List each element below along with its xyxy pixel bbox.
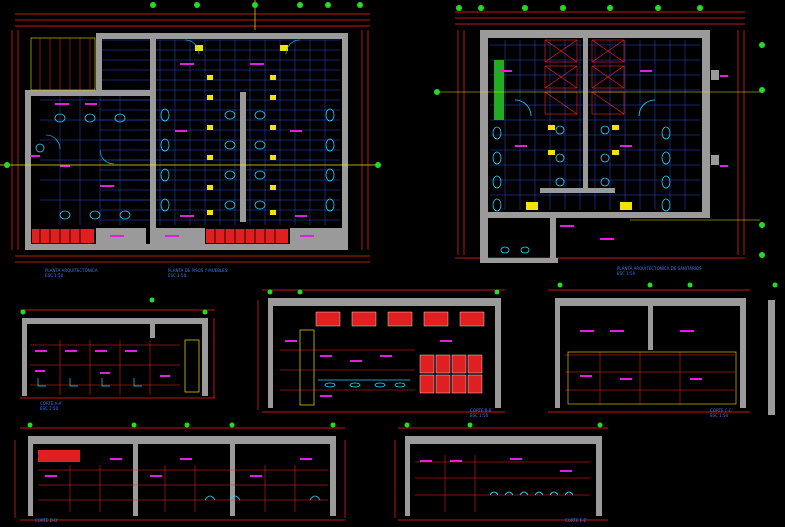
- plan-3-scale: ESC 1:50: [617, 271, 636, 276]
- elev-1-scale: ESC 1:50: [40, 406, 59, 411]
- elev-2-scale: ESC 1:50: [470, 413, 489, 418]
- plan-view-left[interactable]: PLANTA ARQUITECTONICA ESC 1:50 PLANTA DE…: [0, 0, 381, 278]
- elevation-a[interactable]: CORTE A-A' ESC 1:50: [20, 297, 215, 412]
- elev-3-title: CORTE C-C': [710, 408, 733, 413]
- elev-5-title: CORTE E-E': [565, 518, 587, 523]
- plan-2-scale: ESC 1:50: [168, 273, 187, 278]
- elev-1-title: CORTE A-A': [40, 401, 63, 406]
- elev-3-scale: ESC 1:50: [710, 413, 729, 418]
- plan-2-title: PLANTA DE PISOS Y MUEBLES: [168, 268, 228, 273]
- plan-1-title: PLANTA ARQUITECTONICA: [45, 268, 98, 273]
- elevation-c[interactable]: CORTE C-C' ESC 1:50: [548, 282, 778, 419]
- elevation-e[interactable]: CORTE E-E': [394, 422, 608, 524]
- elev-4-title: CORTE D-D': [35, 518, 58, 523]
- plan-1-scale: ESC 1:50: [45, 273, 64, 278]
- plan-view-right[interactable]: PLANTA ARQUITECTONICA DE SANITARIOS ESC …: [434, 5, 765, 276]
- elevation-b[interactable]: CORTE B-B' ESC 1:50: [257, 289, 505, 419]
- elevation-d[interactable]: CORTE D-D': [14, 422, 346, 524]
- plan-3-title: PLANTA ARQUITECTONICA DE SANITARIOS: [617, 266, 702, 271]
- elev-2-title: CORTE B-B': [470, 408, 493, 413]
